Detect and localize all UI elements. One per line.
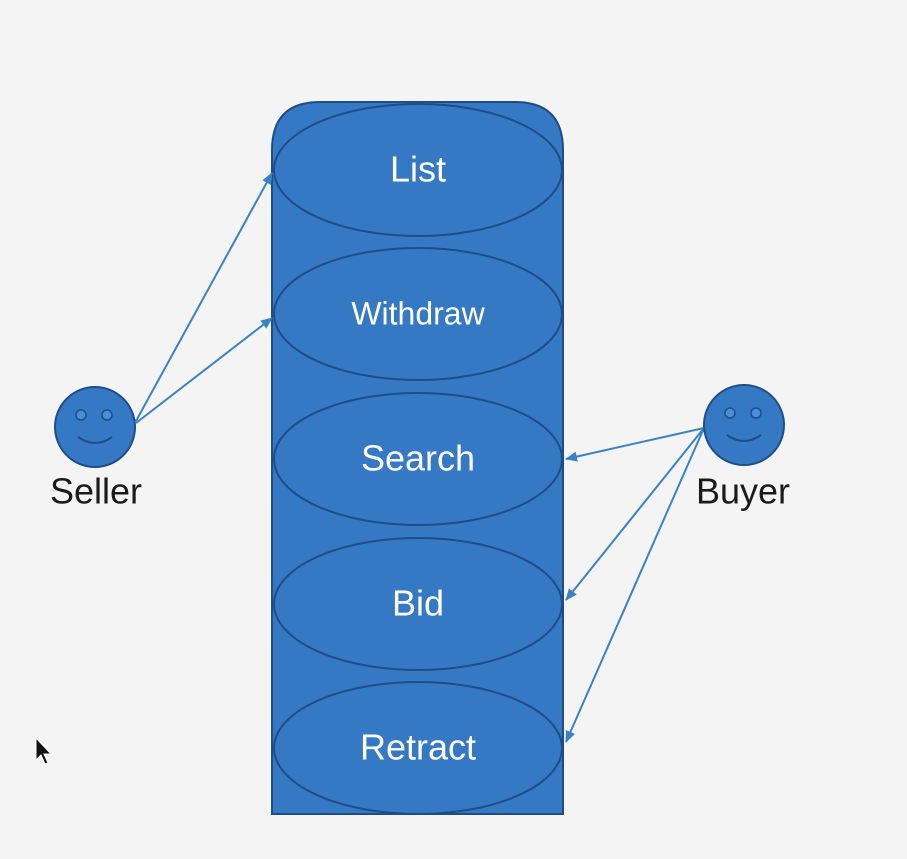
association-seller-list <box>135 172 273 422</box>
use-case-ellipse <box>273 103 563 237</box>
association-buyer-search <box>565 427 705 462</box>
actor-label: Buyer <box>696 471 790 512</box>
associations <box>135 172 705 743</box>
use-case-ellipse <box>273 392 563 526</box>
use-case-ellipse <box>273 681 563 815</box>
use-case-label: Withdraw <box>351 295 485 331</box>
use-case-label: Search <box>361 438 475 479</box>
actor-seller[interactable]: Seller <box>50 386 142 512</box>
use-case-search[interactable]: Search <box>273 392 563 526</box>
use-case-bid[interactable]: Bid <box>273 537 563 671</box>
smiley-face-icon <box>54 386 136 468</box>
association-buyer-retract <box>565 427 705 743</box>
mouse-cursor-icon <box>35 736 53 765</box>
association-buyer-bid <box>565 427 705 601</box>
use-case-list[interactable]: List <box>273 103 563 237</box>
use-case-label: List <box>390 149 446 190</box>
use-case-retract[interactable]: Retract <box>273 681 563 815</box>
use-case-label: Bid <box>392 583 444 624</box>
use-case-ellipse <box>273 537 563 671</box>
use-case-withdraw[interactable]: Withdraw <box>273 247 563 381</box>
actor-buyer[interactable]: Buyer <box>696 384 790 512</box>
smiley-face-icon <box>703 384 785 466</box>
use-case-ellipse <box>273 247 563 381</box>
association-seller-withdraw <box>135 317 273 424</box>
actor-label: Seller <box>50 471 142 512</box>
use-case-label: Retract <box>360 727 476 768</box>
